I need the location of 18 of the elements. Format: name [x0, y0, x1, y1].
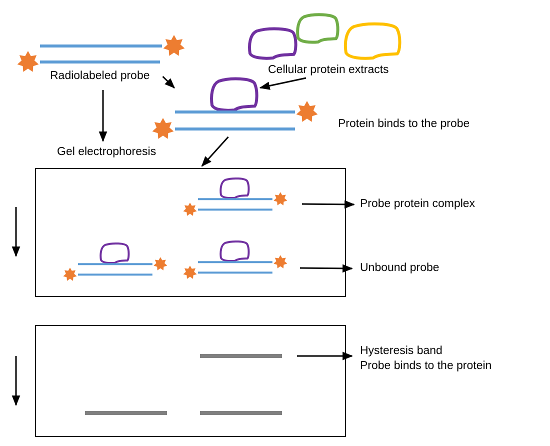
- label-text: Hysteresis band: [360, 344, 444, 359]
- arrow: [300, 264, 354, 273]
- gel-box: [35, 168, 346, 297]
- step-label: Probe protein complex: [360, 197, 476, 212]
- arrow: [297, 352, 354, 360]
- gel-box: [35, 325, 346, 437]
- arrow: [201, 136, 229, 167]
- step-label: Gel electrophoresis: [57, 145, 156, 160]
- arrow: [98, 90, 108, 142]
- arrow: [162, 76, 176, 89]
- label-text: Probe binds to the protein: [360, 359, 492, 374]
- arrow: [259, 77, 306, 90]
- caption-text: Protein binds to the probe: [338, 117, 470, 132]
- arrow: [302, 200, 356, 209]
- step-label: Radiolabeled probe: [50, 69, 150, 84]
- complex-drawing: [152, 77, 318, 139]
- step-label: Cellular protein extracts: [268, 63, 389, 78]
- step-label: Unbound probe: [360, 261, 440, 276]
